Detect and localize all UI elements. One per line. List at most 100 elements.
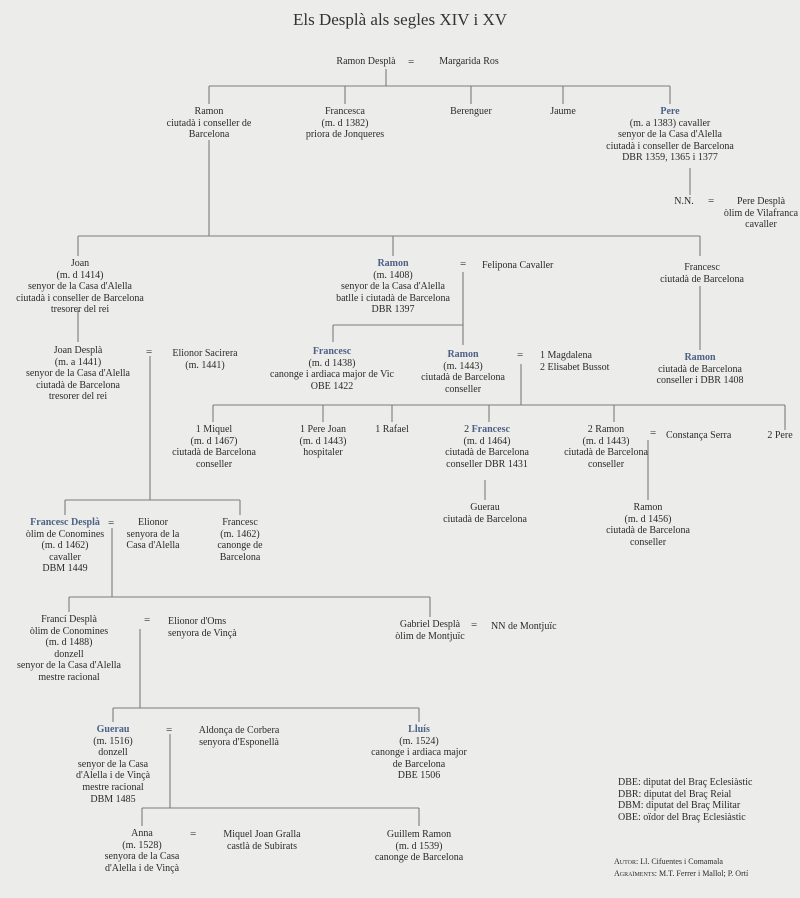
person-name: 1 Miquel [195,424,233,435]
person-name: Ramon [447,349,479,360]
person-ramon-1456: Ramon (m. d 1456) ciutadà de Barcelona c… [598,502,698,548]
thanks-credit: Agraïments: M.T. Ferrer i Mallol; P. Ort… [614,868,748,880]
person-name: Joan Desplà [53,345,103,356]
person-detail: 1 Magdalena [540,350,592,361]
person-ramon-wives: 1 Magdalena 2 Elisabet Bussot [540,350,640,373]
person-detail: conseller [444,383,482,395]
person-name: Aldonça de Corbera [198,725,280,736]
marriage-symbol: = [190,828,197,840]
marriage-symbol: = [146,346,153,358]
author-name: Ll. Cifuentes i Comamala [640,857,723,866]
person-detail: (m. 1408) [373,269,413,281]
author-credit: Autor: Ll. Cifuentes i Comamala [614,856,748,868]
person-detail: conseller [195,458,233,470]
person-name: Guillem Ramon [386,829,452,840]
person-joan: Joan (m. d 1414) senyor de la Casa d'Ale… [10,258,150,316]
person-name: NN de Montjuïc [491,621,557,632]
person-detail: tresorer del rei [50,304,110,316]
marriage-symbol: = [144,614,151,626]
person-name: Ramon [633,502,663,513]
person-franci-desplà: Francí Desplà òlim de Conomines (m. d 14… [4,614,134,684]
person-detail: (m. d 1467) [190,435,238,447]
person-name: Pere [660,106,680,117]
person-detail: ciutadà de Barcelona [421,372,505,384]
person-name: Francesc [312,346,352,357]
person-name: Elionor [138,517,168,528]
person-detail: Barcelona [188,129,230,141]
person-detail: conseller [587,458,625,470]
person-guerau: Guerau (m. 1516) donzell senyor de la Ca… [43,724,183,805]
person-name: Francesc Desplà [30,517,100,528]
person-name: Anna [131,828,153,839]
person-name: Lluís [408,724,430,735]
person-detail: (m. d 1438) [308,357,356,369]
person-detail: canonge de [217,540,263,552]
person-detail: òlim de Conomines [25,528,105,540]
person-detail: batlle i ciutadà de Barcelona [336,292,450,304]
person-anna: Anna (m. 1528) senyora de la Casa d'Alel… [87,828,197,874]
person-ramon-1443: Ramon (m. 1443) ciutadà de Barcelona con… [413,349,513,395]
person-rafael: 1 Rafael [362,424,422,436]
person-detail: òlim de Conomines [29,625,109,637]
person-name: Francesc [222,517,258,528]
person-name: Ramon Desplà [336,56,396,67]
person-gabriel-desplà: Gabriel Desplà òlim de Montjuïc [375,619,485,642]
legend-item: DBE: diputat del Braç Eclesiàstic [618,777,753,788]
person-name: Constança Serra [666,430,732,441]
person-detail: conseller DBR 1431 [446,458,528,470]
person-detail: (m. d 1414) [56,269,104,281]
person-detail: (m. 1443) [443,360,483,372]
legend-item: OBE: oïdor del Braç Eclesiàstic [618,811,746,823]
person-name: 2 Pere [767,430,793,441]
person-name: Francesc [684,262,720,273]
person-aldonca-de-corbera: Aldonça de Corbera senyora d'Esponellà [184,725,294,748]
marriage-symbol: = [517,349,524,361]
person-name: 2 Ramon [587,424,625,435]
person-detail: donzell [54,648,84,660]
person-detail: ciutadà i conseller de Barcelona [16,292,144,304]
person-name: Gabriel Desplà [399,619,461,630]
person-francesc-1464: 2 Francesc (m. d 1464) ciutadà de Barcel… [430,424,544,470]
person-margarida-ros: Margarida Ros [424,56,514,68]
person-name: Ramon [194,106,224,117]
person-detail: ciutadà de Barcelona [658,363,742,375]
person-detail: ciutadà de Barcelona [606,525,690,537]
person-francesc-1438: Francesc (m. d 1438) canonge i ardiaca m… [262,346,402,392]
person-detail: ciutadà de Barcelona [172,447,256,459]
person-name: 1 Pere Joan [299,424,347,435]
person-detail: DBE 1506 [397,770,441,782]
person-detail: ciutadà de Barcelona [443,513,527,525]
person-miquel-joan-gralla: Miquel Joan Gralla castlà de Subirats [210,829,314,852]
person-detail: cavaller [745,219,777,231]
person-detail: senyor de la Casa d'Alella [17,660,121,672]
person-francesc-ciutada: Francesc ciutadà de Barcelona [652,262,752,285]
person-detail: OBE 1422 [310,380,354,392]
person-detail: (m. a 1441) [54,356,102,368]
person-detail: d'Alella i de Vinçà [104,862,180,874]
person-detail: DBR 1359, 1365 i 1377 [622,152,718,164]
person-ramon-1408: Ramon (m. 1408) senyor de la Casa d'Alel… [325,258,461,316]
person-detail: senyora de la Casa [104,851,180,863]
marriage-symbol: = [166,724,173,736]
person-detail: (m. d 1464) [463,435,511,447]
person-detail: d'Alella i de Vinçà [75,770,151,782]
credits: Autor: Ll. Cifuentes i Comamala Agraïmen… [614,856,748,880]
person-detail: (m. d 1462) [41,540,89,552]
person-detail: ciutadà i conseller de [166,117,252,129]
legend-item: DBR: diputat del Braç Reial [618,788,732,800]
person-detail: (m. d 1539) [395,840,443,852]
person-detail: (m. d 1443) [299,435,347,447]
person-detail: hospitaler [303,447,343,459]
person-detail: mestre racional [38,671,100,683]
person-detail: Casa d'Alella [126,540,180,552]
person-francesca: Francesca (m. d 1382) priora de Jonquere… [290,106,400,141]
person-nn: N.N. [664,196,704,208]
person-name: Jaume [550,106,576,117]
person-name: Guerau [470,502,500,513]
person-name: N.N. [674,196,694,207]
marriage-symbol: = [650,427,657,439]
person-detail: 2 Elisabet Bussot [540,361,610,373]
legend-item: DBM: diputat del Braç Militar [618,800,741,812]
author-label: Autor: [614,857,639,866]
